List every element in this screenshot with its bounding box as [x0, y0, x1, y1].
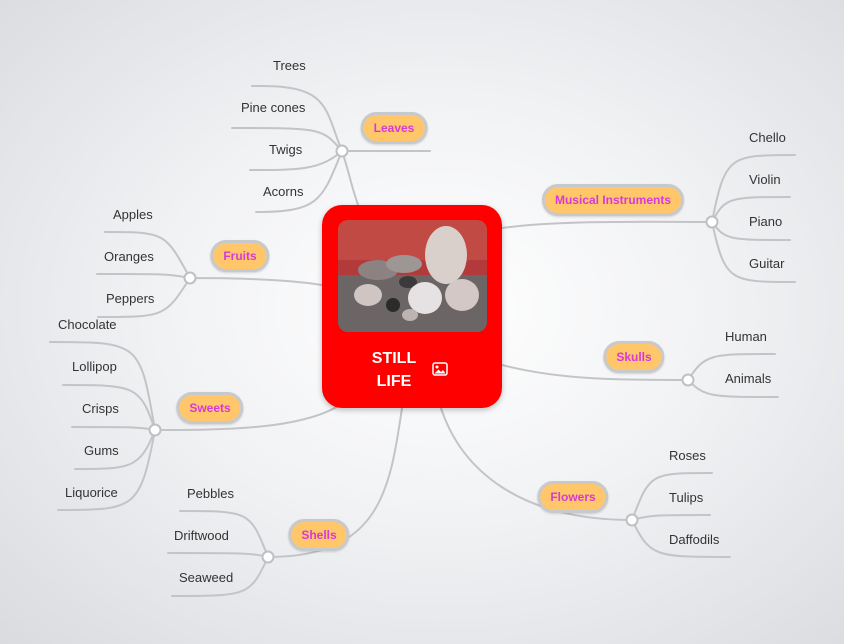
connector-skulls [501, 364, 689, 381]
connector-fruits [189, 277, 323, 286]
leaf-animals[interactable]: Animals [725, 371, 772, 386]
leaf-trees[interactable]: Trees [273, 58, 306, 73]
hub-shells [261, 550, 275, 564]
leaf-twigs[interactable]: Twigs [269, 142, 303, 157]
leaf-chello[interactable]: Chello [749, 130, 786, 145]
branch-skulls[interactable]: Skulls [603, 341, 665, 373]
still-life-photo [338, 220, 487, 332]
connector-flowers [439, 404, 633, 521]
leaf-driftwood[interactable]: Driftwood [174, 528, 229, 543]
image-icon[interactable] [432, 362, 448, 376]
hub-sweets [148, 423, 162, 437]
branch-flowers[interactable]: Flowers [537, 481, 609, 513]
connector-shells [267, 407, 403, 558]
leaf-apples[interactable]: Apples [113, 207, 153, 222]
leaf-daffodils[interactable]: Daffodils [669, 532, 720, 547]
connector-leaves [341, 150, 361, 211]
leaf-piano[interactable]: Piano [749, 214, 783, 229]
leaf-guitar[interactable]: Guitar [749, 256, 785, 271]
leaf-chocolate[interactable]: Chocolate [58, 317, 117, 332]
hub-fruits [183, 271, 197, 285]
branch-fruits[interactable]: Fruits [210, 240, 270, 272]
leaf-lollipop[interactable]: Lollipop [72, 359, 117, 374]
leaf-oranges[interactable]: Oranges [104, 249, 154, 264]
central-topic-title: STILL LIFE [371, 350, 417, 390]
central-topic-node[interactable]: STILL LIFE [322, 205, 502, 408]
leaf-acorns[interactable]: Acorns [263, 184, 304, 199]
branch-leaves[interactable]: Leaves [360, 112, 428, 144]
hub-musical [705, 215, 719, 229]
leaf-gums[interactable]: Gums [84, 443, 119, 458]
branch-shells[interactable]: Shells [288, 519, 350, 551]
branch-sweets[interactable]: Sweets [176, 392, 244, 424]
leaf-roses[interactable]: Roses [669, 448, 706, 463]
connector-musical [501, 220, 713, 229]
leaf-peppers[interactable]: Peppers [106, 291, 155, 306]
leaf-pebbles[interactable]: Pebbles [187, 486, 234, 501]
leaf-crisps[interactable]: Crisps [82, 401, 119, 416]
leaf-tulips[interactable]: Tulips [669, 490, 704, 505]
leaf-violin[interactable]: Violin [749, 172, 781, 187]
branch-musical-instruments[interactable]: Musical Instruments [541, 184, 685, 216]
hub-leaves [335, 144, 349, 158]
leaf-pine-cones[interactable]: Pine cones [241, 100, 306, 115]
connector-sweets [154, 404, 341, 431]
hub-skulls [681, 373, 695, 387]
leaf-human[interactable]: Human [725, 329, 767, 344]
leaf-seaweed[interactable]: Seaweed [179, 570, 234, 585]
hub-flowers [625, 513, 639, 527]
leaf-liquorice[interactable]: Liquorice [65, 485, 118, 500]
